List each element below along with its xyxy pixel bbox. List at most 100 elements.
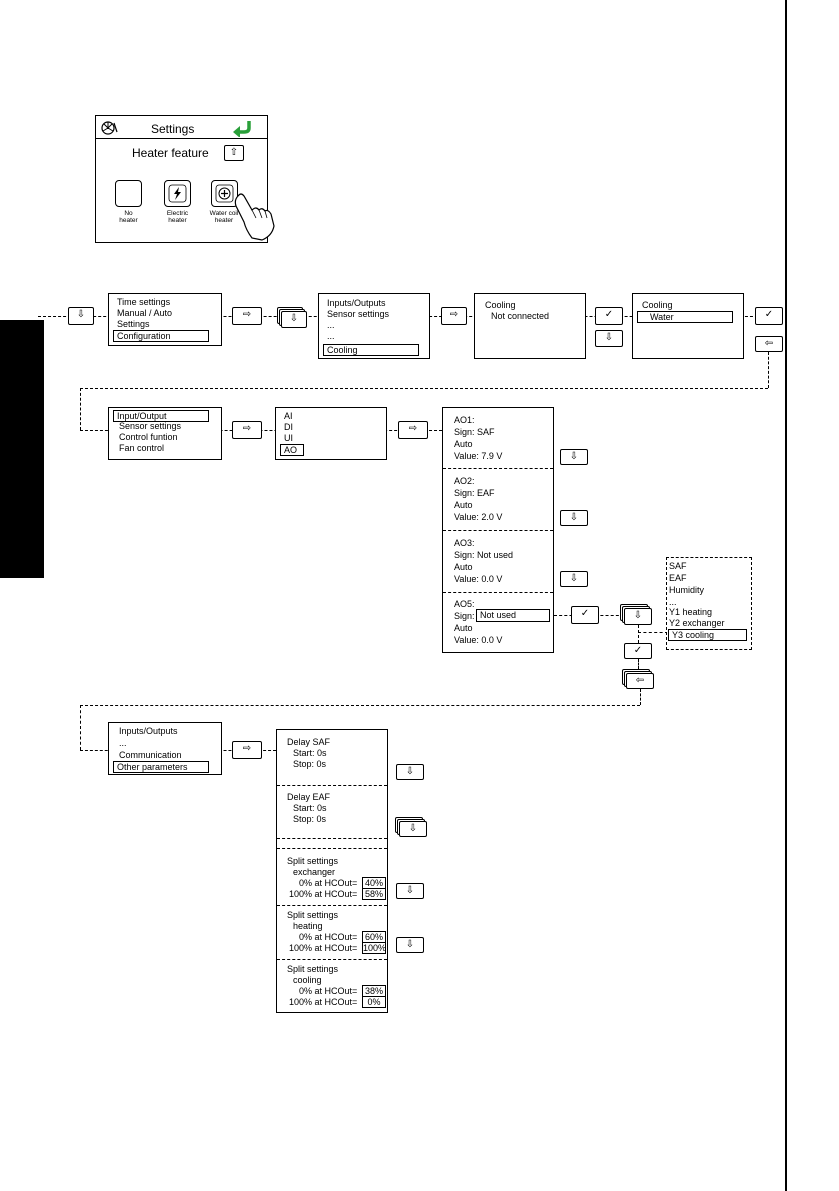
flow-line-to-list xyxy=(638,632,668,633)
signal-saf[interactable]: SAF xyxy=(669,561,687,571)
electric-heater-button[interactable] xyxy=(164,180,191,207)
right-key-3[interactable]: ⇨ xyxy=(232,421,262,439)
ao5-value: Value: 0.0 V xyxy=(454,635,503,645)
screen-title: Settings xyxy=(151,122,195,136)
flow-line-check-down xyxy=(638,659,639,669)
split-cooling-sub: cooling xyxy=(293,975,322,985)
split-heating-v2[interactable]: 100% xyxy=(362,942,387,954)
split-heating-title: Split settings xyxy=(287,910,339,920)
type-ao[interactable]: AO xyxy=(280,444,304,456)
parameters-box: Delay SAF Start: 0s Stop: 0s Delay EAF S… xyxy=(276,729,388,1013)
menu-item-other-parameters[interactable]: Other parameters xyxy=(113,761,209,773)
ao3-mode: Auto xyxy=(454,562,473,572)
ao5-name: AO5: xyxy=(454,599,475,609)
ao5-sign-select[interactable]: Not used xyxy=(476,609,550,622)
cooling-status-box: Cooling Not connected xyxy=(474,293,586,359)
down-key-ao3[interactable]: ⇩ xyxy=(560,571,588,587)
split-cooling-v2[interactable]: 0% xyxy=(362,996,386,1008)
ao3-sign: Sign: Not used xyxy=(454,550,514,560)
split-cooling-l2: 100% at HCOut= xyxy=(289,997,358,1007)
up-button[interactable]: ⇧ xyxy=(224,145,244,161)
check-key-ao5[interactable]: ✓ xyxy=(571,606,599,624)
cooling-water-option[interactable]: Water xyxy=(637,311,733,323)
check-key-1[interactable]: ✓ xyxy=(595,307,623,325)
menu-item-communication[interactable]: Communication xyxy=(119,750,182,760)
down-key-stack-delay-eaf[interactable]: ⇩ xyxy=(399,821,427,837)
right-key-2[interactable]: ⇨ xyxy=(441,307,467,325)
split-exchanger-v2[interactable]: 58% xyxy=(362,888,386,900)
down-key-delay-saf[interactable]: ⇩ xyxy=(396,764,424,780)
menu-item-inputs-outputs[interactable]: Inputs/Outputs xyxy=(327,298,386,308)
ao5-mode: Auto xyxy=(454,623,473,633)
flow-line-connector-2 xyxy=(80,388,81,430)
down-key-start[interactable]: ⇩ xyxy=(68,307,94,325)
split-exchanger-l2: 100% at HCOut= xyxy=(289,889,358,899)
flow-line-return-2 xyxy=(80,705,640,706)
type-ai[interactable]: AI xyxy=(284,411,293,421)
type-di[interactable]: DI xyxy=(284,422,293,432)
pointing-hand-icon xyxy=(234,193,275,241)
split-heating-l2: 100% at HCOut= xyxy=(289,943,358,953)
io-menu-box: Input/Output Sensor settings Control fun… xyxy=(108,407,222,460)
no-heater-button[interactable] xyxy=(115,180,142,207)
back-arrow-icon[interactable] xyxy=(232,119,254,137)
down-key-split-heating[interactable]: ⇩ xyxy=(396,937,424,953)
menu-item-sensor-settings[interactable]: Sensor settings xyxy=(327,309,390,319)
down-key-split-exchanger[interactable]: ⇩ xyxy=(396,883,424,899)
down-key-ao2[interactable]: ⇩ xyxy=(560,510,588,526)
right-key-4[interactable]: ⇨ xyxy=(398,421,428,439)
delay-saf-start: Start: 0s xyxy=(293,748,327,758)
flow-line-connector-1 xyxy=(768,352,769,388)
ao1-value: Value: 7.9 V xyxy=(454,451,503,461)
menu-item-time-settings[interactable]: Time settings xyxy=(117,297,171,307)
down-key-ao1[interactable]: ⇩ xyxy=(560,449,588,465)
menu-item-settings[interactable]: Settings xyxy=(117,319,150,329)
down-key-2[interactable]: ⇩ xyxy=(595,330,623,347)
signal-list-box: SAF EAF Humidity ... Y1 heating Y2 excha… xyxy=(666,557,752,650)
down-key-stack-1[interactable]: ⇩ xyxy=(281,311,307,328)
right-key-1[interactable]: ⇨ xyxy=(232,307,262,325)
check-key-2[interactable]: ✓ xyxy=(755,307,783,325)
config-menu-box: Inputs/Outputs Sensor settings ... ... C… xyxy=(318,293,430,359)
menu-item-control-function[interactable]: Control funtion xyxy=(119,432,178,442)
water-coil-heater-button[interactable] xyxy=(211,180,238,207)
down-key-stack-ao5[interactable]: ⇩ xyxy=(624,608,652,625)
cooling-title: Cooling xyxy=(485,300,516,310)
menu-item-cooling[interactable]: Cooling xyxy=(323,344,419,356)
menu-item-fan-control[interactable]: Fan control xyxy=(119,443,165,453)
delay-saf-title: Delay SAF xyxy=(287,737,331,747)
split-exchanger-l1: 0% at HCOut= xyxy=(299,878,358,888)
ao2-mode: Auto xyxy=(454,500,473,510)
ao1-sign: Sign: SAF xyxy=(454,427,495,437)
check-key-signal[interactable]: ✓ xyxy=(624,643,652,659)
signal-ellipsis: ... xyxy=(669,597,677,607)
flow-line-connector-4 xyxy=(80,705,81,750)
page-edge-rule xyxy=(785,0,787,1191)
menu-item-sensor-settings-2[interactable]: Sensor settings xyxy=(119,421,182,431)
left-key-stack[interactable]: ⇦ xyxy=(626,673,654,689)
left-key-1[interactable]: ⇦ xyxy=(755,336,783,352)
signal-humidity[interactable]: Humidity xyxy=(669,585,705,595)
menu-item-ellipsis-3: ... xyxy=(119,738,127,748)
signal-y1-heating[interactable]: Y1 heating xyxy=(669,607,713,617)
right-key-5[interactable]: ⇨ xyxy=(232,741,262,759)
delay-saf-stop: Stop: 0s xyxy=(293,759,327,769)
signal-y2-exchanger[interactable]: Y2 exchanger xyxy=(669,618,725,628)
delay-eaf-title: Delay EAF xyxy=(287,792,331,802)
ao2-name: AO2: xyxy=(454,476,475,486)
ao3-value: Value: 0.0 V xyxy=(454,574,503,584)
type-ui[interactable]: UI xyxy=(284,433,293,443)
signal-y3-cooling[interactable]: Y3 cooling xyxy=(668,629,747,641)
flow-line-return-1 xyxy=(80,388,768,389)
menu-item-input-output[interactable]: Input/Output xyxy=(113,410,209,422)
ao1-mode: Auto xyxy=(454,439,473,449)
fan-icon xyxy=(101,121,118,135)
menu-item-configuration[interactable]: Configuration xyxy=(113,330,209,342)
ao1-name: AO1: xyxy=(454,415,475,425)
menu-item-inputs-outputs-2[interactable]: Inputs/Outputs xyxy=(119,726,178,736)
plus-circle-icon xyxy=(215,184,234,203)
menu-item-manual-auto[interactable]: Manual / Auto xyxy=(117,308,173,318)
signal-eaf[interactable]: EAF xyxy=(669,573,687,583)
